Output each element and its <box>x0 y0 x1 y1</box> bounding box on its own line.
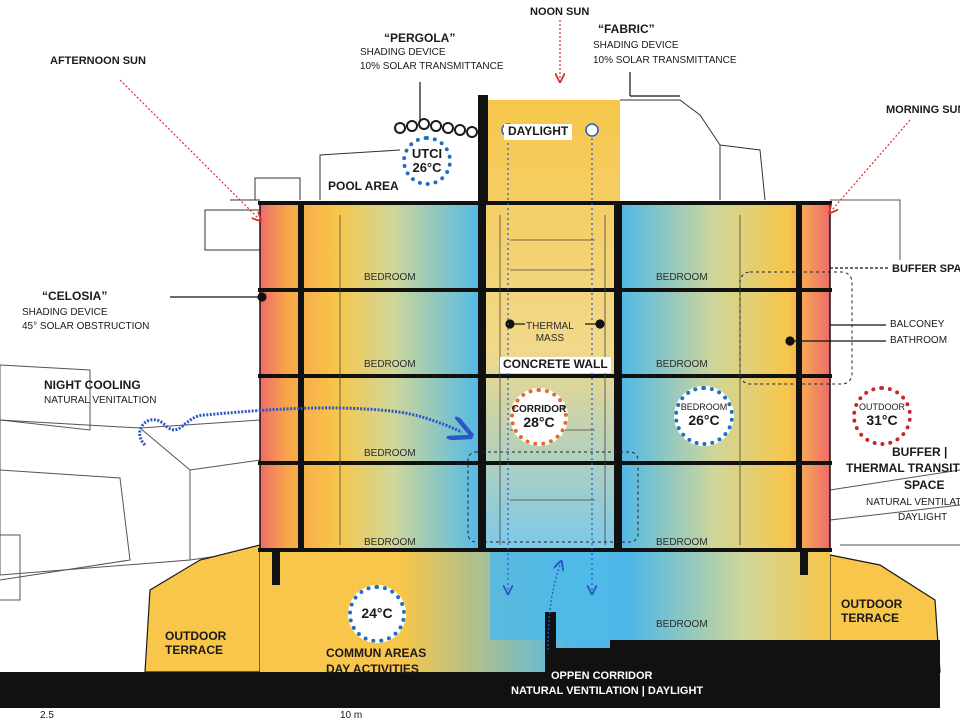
night-cooling-title: NIGHT COOLING <box>44 378 141 392</box>
corridor-dashed-box <box>467 451 639 543</box>
fabric-line1: SHADING DEVICE <box>593 40 679 51</box>
sun-rays <box>119 20 911 218</box>
terrace-left-label: OUTDOOR TERRACE <box>165 629 227 657</box>
utci-label: UTCI <box>411 145 443 161</box>
corridor-badge-temp: 28°C <box>523 413 555 430</box>
common-areas-line1: COMMUN AREAS <box>326 646 427 660</box>
ground-badge-temp: 24°C <box>361 605 393 622</box>
bedroom-badge-temp: 26°C <box>688 412 720 429</box>
bedroom-badge: BEDROOM 26°C <box>674 386 734 446</box>
pergola-line1: SHADING DEVICE <box>360 47 446 58</box>
fabric-title: “FABRIC” <box>598 22 655 36</box>
noon-sun-label: NOON SUN <box>530 6 590 18</box>
daylight-marker-right <box>585 123 599 137</box>
buffer-thermal-line3: SPACE <box>904 478 945 492</box>
rooftop <box>204 99 766 251</box>
bathroom-label: BATHROOM <box>890 335 948 346</box>
buffer-thermal-sub2: DAYLIGHT <box>898 512 948 523</box>
balconey-label: BALCONEY <box>890 319 945 330</box>
ground-slab <box>0 612 940 708</box>
scale-label-a: 2.5 <box>40 710 54 721</box>
bedroom-label-l3: BEDROOM <box>364 448 416 459</box>
buffer-dashed-box <box>739 271 853 385</box>
open-corridor-line1: OPPEN CORRIDOR <box>551 670 653 682</box>
bedroom-label-r4: BEDROOM <box>656 537 708 548</box>
bedroom-label-l2: BEDROOM <box>364 359 416 370</box>
common-areas-line2: DAY ACTIVITIES <box>326 662 419 676</box>
concrete-wall-label: CONCRETE WALL <box>500 357 611 373</box>
pergola-line2: 10% SOLAR TRANSMITTANCE <box>360 61 504 72</box>
floor-slabs <box>258 201 832 552</box>
ground-badge: 24°C <box>348 585 406 643</box>
corridor-badge-label: CORRIDOR <box>511 403 567 415</box>
night-cooling-sub: NATURAL VENITALTION <box>44 395 157 406</box>
buffer-thermal-sub1: NATURAL VENTILAT <box>866 497 960 508</box>
fabric-line2: 10% SOLAR TRANSMITTANCE <box>593 55 737 66</box>
context-buildings-right <box>829 199 960 546</box>
buffer-space-label: BUFFER SPA <box>892 263 960 275</box>
outdoor-badge-label: OUTDOOR <box>859 402 905 413</box>
buffer-thermal-line2: THERMAL TRANSIT <box>846 461 960 475</box>
buffer-thermal-line1: BUFFER | <box>892 445 948 459</box>
night-cooling-airflow <box>138 406 462 447</box>
morning-sun-label: MORNING SUN <box>886 104 960 116</box>
facade-edges <box>259 203 831 550</box>
outdoor-badge: OUTDOOR 31°C <box>852 386 912 446</box>
afternoon-sun-label: AFTERNOON SUN <box>50 55 146 67</box>
utci-temp: 26°C <box>412 160 442 175</box>
celosia-line1: SHADING DEVICE <box>22 307 108 318</box>
open-corridor-line2: NATURAL VENTILATION | DAYLIGHT <box>511 685 704 697</box>
terrace-right-label: OUTDOOR TERRACE <box>841 597 903 625</box>
bedroom-label-r1: BEDROOM <box>656 272 708 283</box>
bedroom-label-r5: BEDROOM <box>656 619 708 630</box>
scale-label-b: 10 m <box>340 710 363 721</box>
celosia-title: “CELOSIA” <box>42 289 108 303</box>
bedroom-label-r2: BEDROOM <box>656 359 708 370</box>
pergola-title: “PERGOLA” <box>384 31 456 45</box>
columns <box>272 95 808 585</box>
pool-area-label: POOL AREA <box>326 179 401 194</box>
outdoor-badge-temp: 31°C <box>866 412 898 429</box>
bedroom-label-l4: BEDROOM <box>364 537 416 548</box>
bedroom-badge-label: BEDROOM <box>680 402 728 413</box>
bedroom-label-l1: BEDROOM <box>364 272 416 283</box>
core-lines <box>339 215 741 545</box>
thermal-mass-label: THERMAL MASS <box>526 321 574 344</box>
open-corridor-airflow <box>547 565 560 651</box>
celosia-line2: 45° SOLAR OBSTRUCTION <box>22 321 150 332</box>
utci-badge: UTCI 26°C <box>402 136 452 186</box>
corridor-badge: CORRIDOR 28°C <box>510 388 568 446</box>
pergola-slats <box>394 118 478 138</box>
daylight-label: DAYLIGHT <box>504 124 573 140</box>
